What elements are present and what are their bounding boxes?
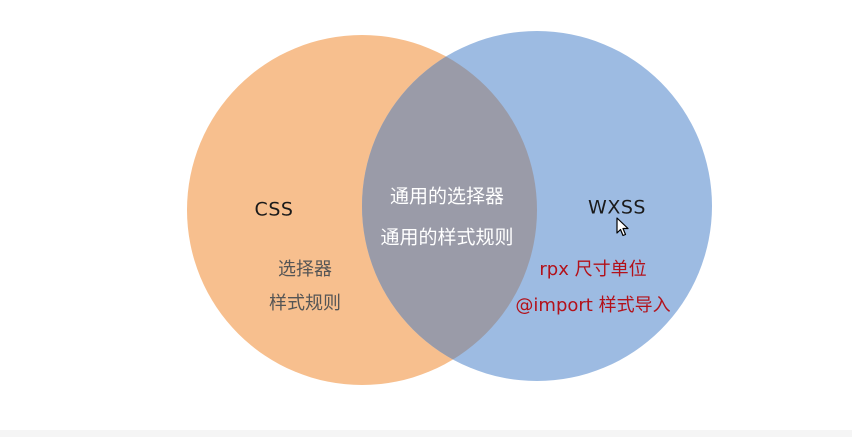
- bottom-strip: [0, 430, 852, 437]
- wxss-item-import: @import 样式导入: [515, 295, 671, 316]
- overlap-item-common-style-rules: 通用的样式规则: [380, 226, 514, 249]
- wxss-title: WXSS: [588, 196, 646, 219]
- wxss-item-rpx-unit: rpx 尺寸单位: [539, 259, 647, 280]
- overlap-item-common-selector: 通用的选择器: [389, 185, 505, 208]
- css-item-selector: 选择器: [278, 259, 332, 280]
- css-title: CSS: [254, 198, 294, 221]
- css-item-style-rules: 样式规则: [269, 293, 341, 314]
- overlap-region: [362, 35, 537, 381]
- mouse-cursor-icon: [616, 217, 629, 237]
